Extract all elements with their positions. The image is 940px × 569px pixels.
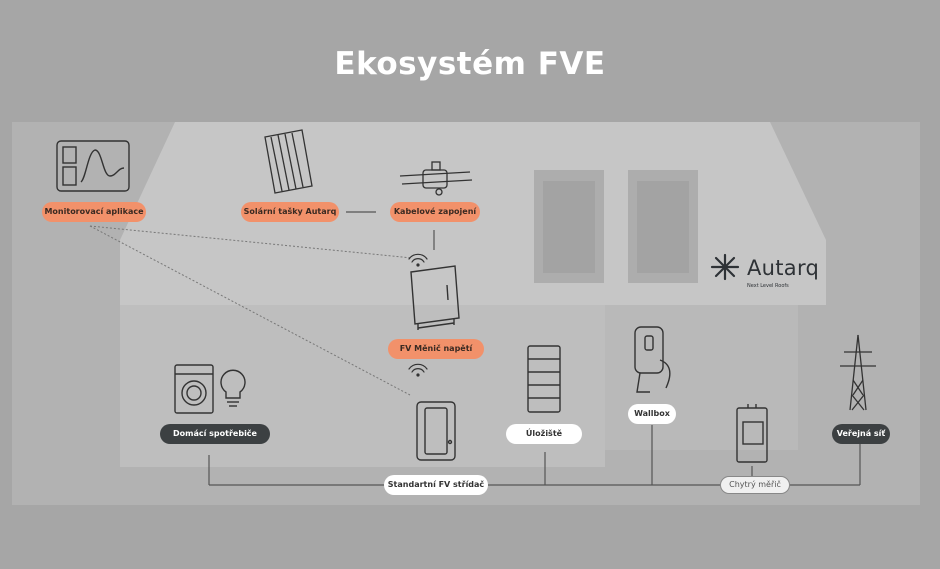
label-solar-tiles[interactable]: Solární tašky Autarq	[241, 202, 339, 222]
house-window-right	[628, 170, 698, 283]
monitoring-tablet-icon	[56, 140, 130, 192]
autarq-logo-icon	[710, 253, 740, 281]
label-wallbox[interactable]: Wallbox	[628, 404, 676, 424]
battery-storage-icon	[527, 345, 561, 413]
optimizer-device-icon	[410, 265, 460, 330]
label-standard-inverter[interactable]: Standartní FV střídač	[384, 475, 488, 495]
label-optimizer[interactable]: FV Měnič napětí	[388, 339, 484, 359]
light-bulb-icon	[220, 369, 246, 407]
monitoring-links	[89, 225, 413, 396]
brand-name: Autarq	[747, 256, 820, 280]
wallbox-charger-icon	[634, 326, 671, 393]
wifi-icon	[408, 253, 428, 267]
house-wall-right	[605, 305, 798, 450]
house-window-left	[534, 170, 604, 283]
label-cabling[interactable]: Kabelové zapojení	[390, 202, 480, 222]
inverter-device-icon	[416, 401, 456, 461]
solar-tiles-icon	[264, 129, 313, 194]
label-monitoring-app[interactable]: Monitorovací aplikace	[42, 202, 146, 222]
page-title: Ekosystém FVE	[334, 46, 606, 82]
power-pylon-icon	[840, 334, 876, 411]
smart-meter-icon	[736, 404, 768, 463]
label-public-grid[interactable]: Veřejná síť	[832, 424, 890, 444]
label-smart-meter[interactable]: Chytrý měřič	[720, 476, 790, 494]
label-home-appliances[interactable]: Domácí spotřebiče	[160, 424, 270, 444]
cable-connector-icon	[399, 161, 473, 196]
label-storage[interactable]: Úložiště	[506, 424, 582, 444]
wifi-icon	[408, 363, 428, 377]
connector-lines	[208, 211, 861, 486]
brand-tagline: Next Level Roofs	[747, 283, 789, 289]
washing-machine-icon	[174, 364, 214, 414]
